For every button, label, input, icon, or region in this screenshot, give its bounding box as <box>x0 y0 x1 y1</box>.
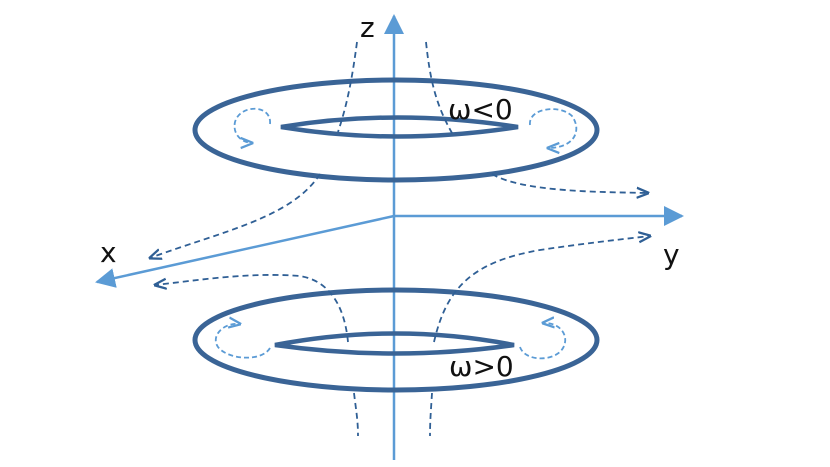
upper-ring-slot <box>280 115 519 139</box>
y-axis-label: y <box>663 238 680 271</box>
lower-right-circulation <box>519 323 567 360</box>
lower-outflow-left <box>155 274 349 343</box>
lower-stem-left <box>353 392 359 437</box>
lower-stem-right <box>429 392 433 437</box>
upper-left-circulation <box>233 107 271 143</box>
upper-outflow-right <box>491 173 648 193</box>
upper-inflow-left <box>337 41 358 133</box>
upper-ring-label: ω<0 <box>448 93 513 126</box>
lower-ring-slot <box>274 331 515 356</box>
x-axis-line <box>95 214 395 288</box>
upper-inflow-right <box>425 41 453 134</box>
upper-ring-outline <box>192 77 600 183</box>
upper-right-circulation <box>529 108 578 148</box>
lower-left-circulation <box>215 324 271 359</box>
lower-ring-label: ω>0 <box>449 350 514 383</box>
x-axis-label: x <box>100 236 117 269</box>
lower-outflow-right <box>433 236 650 343</box>
lower-ring-outline <box>192 287 600 393</box>
upper-outflow-left <box>150 173 321 258</box>
z-axis-label: z <box>360 11 375 44</box>
